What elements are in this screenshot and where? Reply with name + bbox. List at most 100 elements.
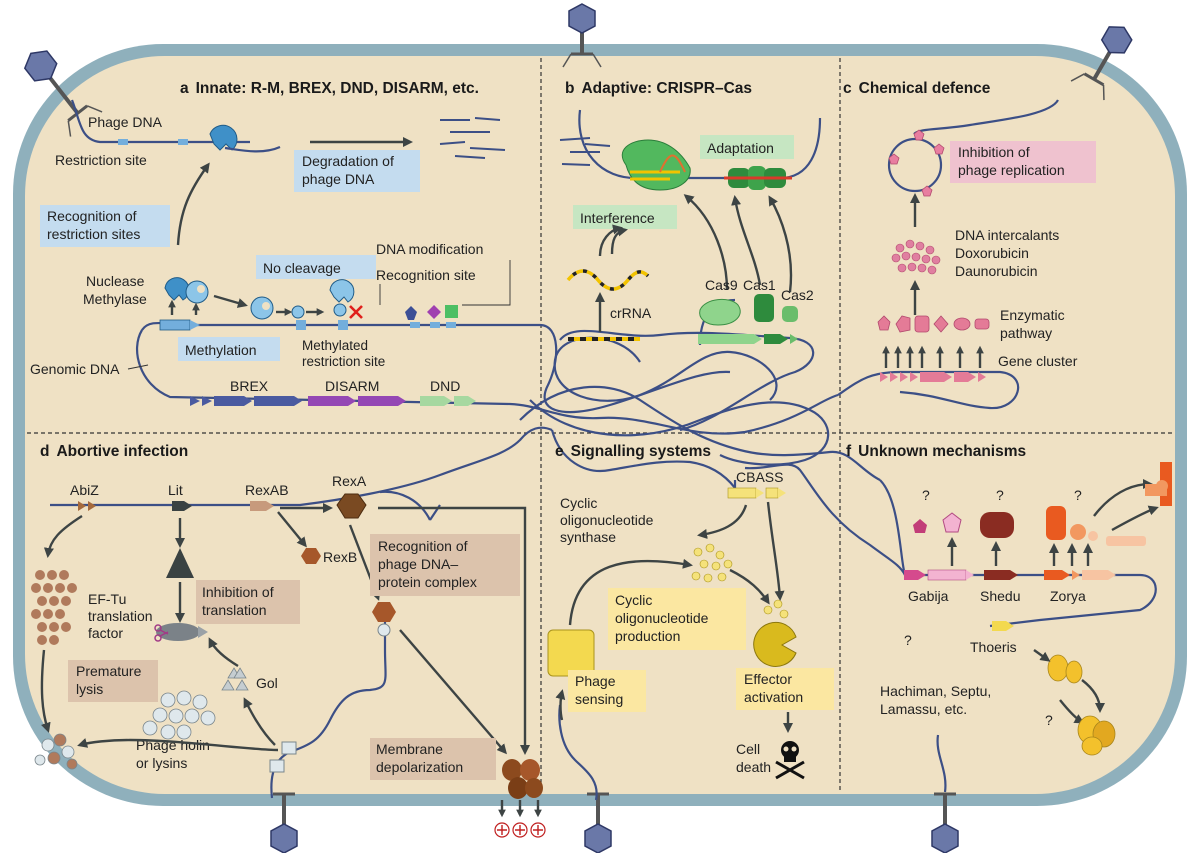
- gol-proteins: [221, 667, 249, 691]
- disarm-genes: [308, 396, 406, 406]
- brex-genes: [190, 396, 302, 406]
- svg-text:?: ?: [1045, 712, 1053, 728]
- cas-gene-cluster: [698, 334, 798, 344]
- recognition-complex-box: [370, 534, 520, 596]
- interference-label: Interference: [580, 210, 655, 226]
- ef-tu-molecules: [31, 570, 77, 645]
- thoeris-label: Thoeris: [970, 639, 1017, 655]
- others-label: Hachiman, Septu,Lamassu, etc.: [880, 683, 991, 717]
- phage-icon-bottom-3: [931, 792, 959, 853]
- methylation-box: [178, 337, 280, 361]
- premature-lysis-box: [68, 660, 158, 702]
- holin-molecules: [142, 690, 216, 740]
- gabija-label: Gabija: [908, 588, 949, 604]
- rna-fragments: [559, 137, 611, 166]
- cbass-label: CBASS: [736, 469, 783, 485]
- lysis-fragments: [34, 733, 78, 770]
- shedu-label: Shedu: [980, 588, 1020, 604]
- rexab-label: RexAB: [245, 482, 289, 498]
- adaptation-box: [700, 135, 794, 159]
- unknown-gene-clusters: [904, 569, 1116, 581]
- chemical-gene-cluster: [880, 372, 986, 382]
- disarm-label: DISARM: [325, 378, 379, 394]
- dnd-genes: [420, 396, 476, 406]
- ion-efflux: [494, 800, 546, 838]
- cas9-label: Cas9: [705, 277, 738, 293]
- recognition-box: [40, 205, 170, 247]
- no-cleavage-label: No cleavage: [263, 260, 341, 276]
- svg-text:?: ?: [904, 632, 912, 648]
- panel-a: Phage DNA Restriction site Degradation o…: [30, 99, 511, 406]
- gene-cluster-label: Gene cluster: [998, 353, 1078, 369]
- phage-replication-circle: [887, 137, 943, 193]
- phage-dna-label: Phage DNA: [88, 114, 163, 130]
- restriction-site-label: Restriction site: [55, 152, 147, 168]
- cas2-label: Cas2: [781, 287, 814, 303]
- cas1-cas2-complex: [724, 166, 792, 190]
- dnd-label: DND: [430, 378, 460, 394]
- membrane-channel: [502, 759, 543, 799]
- recognition-site-label: Recognition site: [376, 267, 476, 283]
- intercalant-molecules: [891, 239, 941, 275]
- scissors-icon: [154, 624, 169, 642]
- dna-modification-label: DNA modification: [376, 241, 483, 257]
- rexa-label: RexA: [332, 473, 367, 489]
- no-cleavage-box: [256, 255, 376, 279]
- cell-cytoplasm: [25, 56, 1175, 794]
- phage-sensing-box: [568, 670, 646, 712]
- svg-text:?: ?: [996, 487, 1004, 503]
- gol-label: Gol: [256, 675, 278, 691]
- nuclease-label: Nuclease: [86, 273, 145, 289]
- production-box: [608, 588, 746, 650]
- phage-icon-top-left: [23, 50, 103, 137]
- phage-icon-top-center: [562, 3, 602, 68]
- cas1-label: Cas1: [743, 277, 776, 293]
- abiz-label: AbiZ: [70, 482, 99, 498]
- panel-dividers: [27, 58, 1173, 792]
- membrane-box: [370, 738, 496, 780]
- brex-label: BREX: [230, 378, 269, 394]
- skull-icon: [775, 741, 805, 780]
- effector-box: [736, 668, 834, 710]
- inhibition-replication-box: [950, 141, 1096, 183]
- panel-b: Adaptation Interference crRNA Cas9 Cas1 …: [559, 109, 822, 344]
- panel-f: ? ? ? ? ? Gabi: [880, 462, 1172, 793]
- adaptation-label: Adaptation: [707, 140, 774, 156]
- svg-text:?: ?: [922, 487, 930, 503]
- membrane-protein-complex: [1145, 462, 1172, 506]
- crrna-label: crRNA: [610, 305, 652, 321]
- genomic-dna-label: Genomic DNA: [30, 361, 120, 377]
- methylase-label: Methylase: [83, 291, 147, 307]
- cyclic-oligonucleotides: [691, 543, 733, 583]
- interference-box: [573, 205, 677, 229]
- svg-text:?: ?: [1074, 487, 1082, 503]
- unknown-question-marks: ? ? ? ? ?: [904, 487, 1082, 728]
- inhibition-translation-box: [196, 580, 300, 624]
- gene-cluster-arrows: [882, 345, 984, 368]
